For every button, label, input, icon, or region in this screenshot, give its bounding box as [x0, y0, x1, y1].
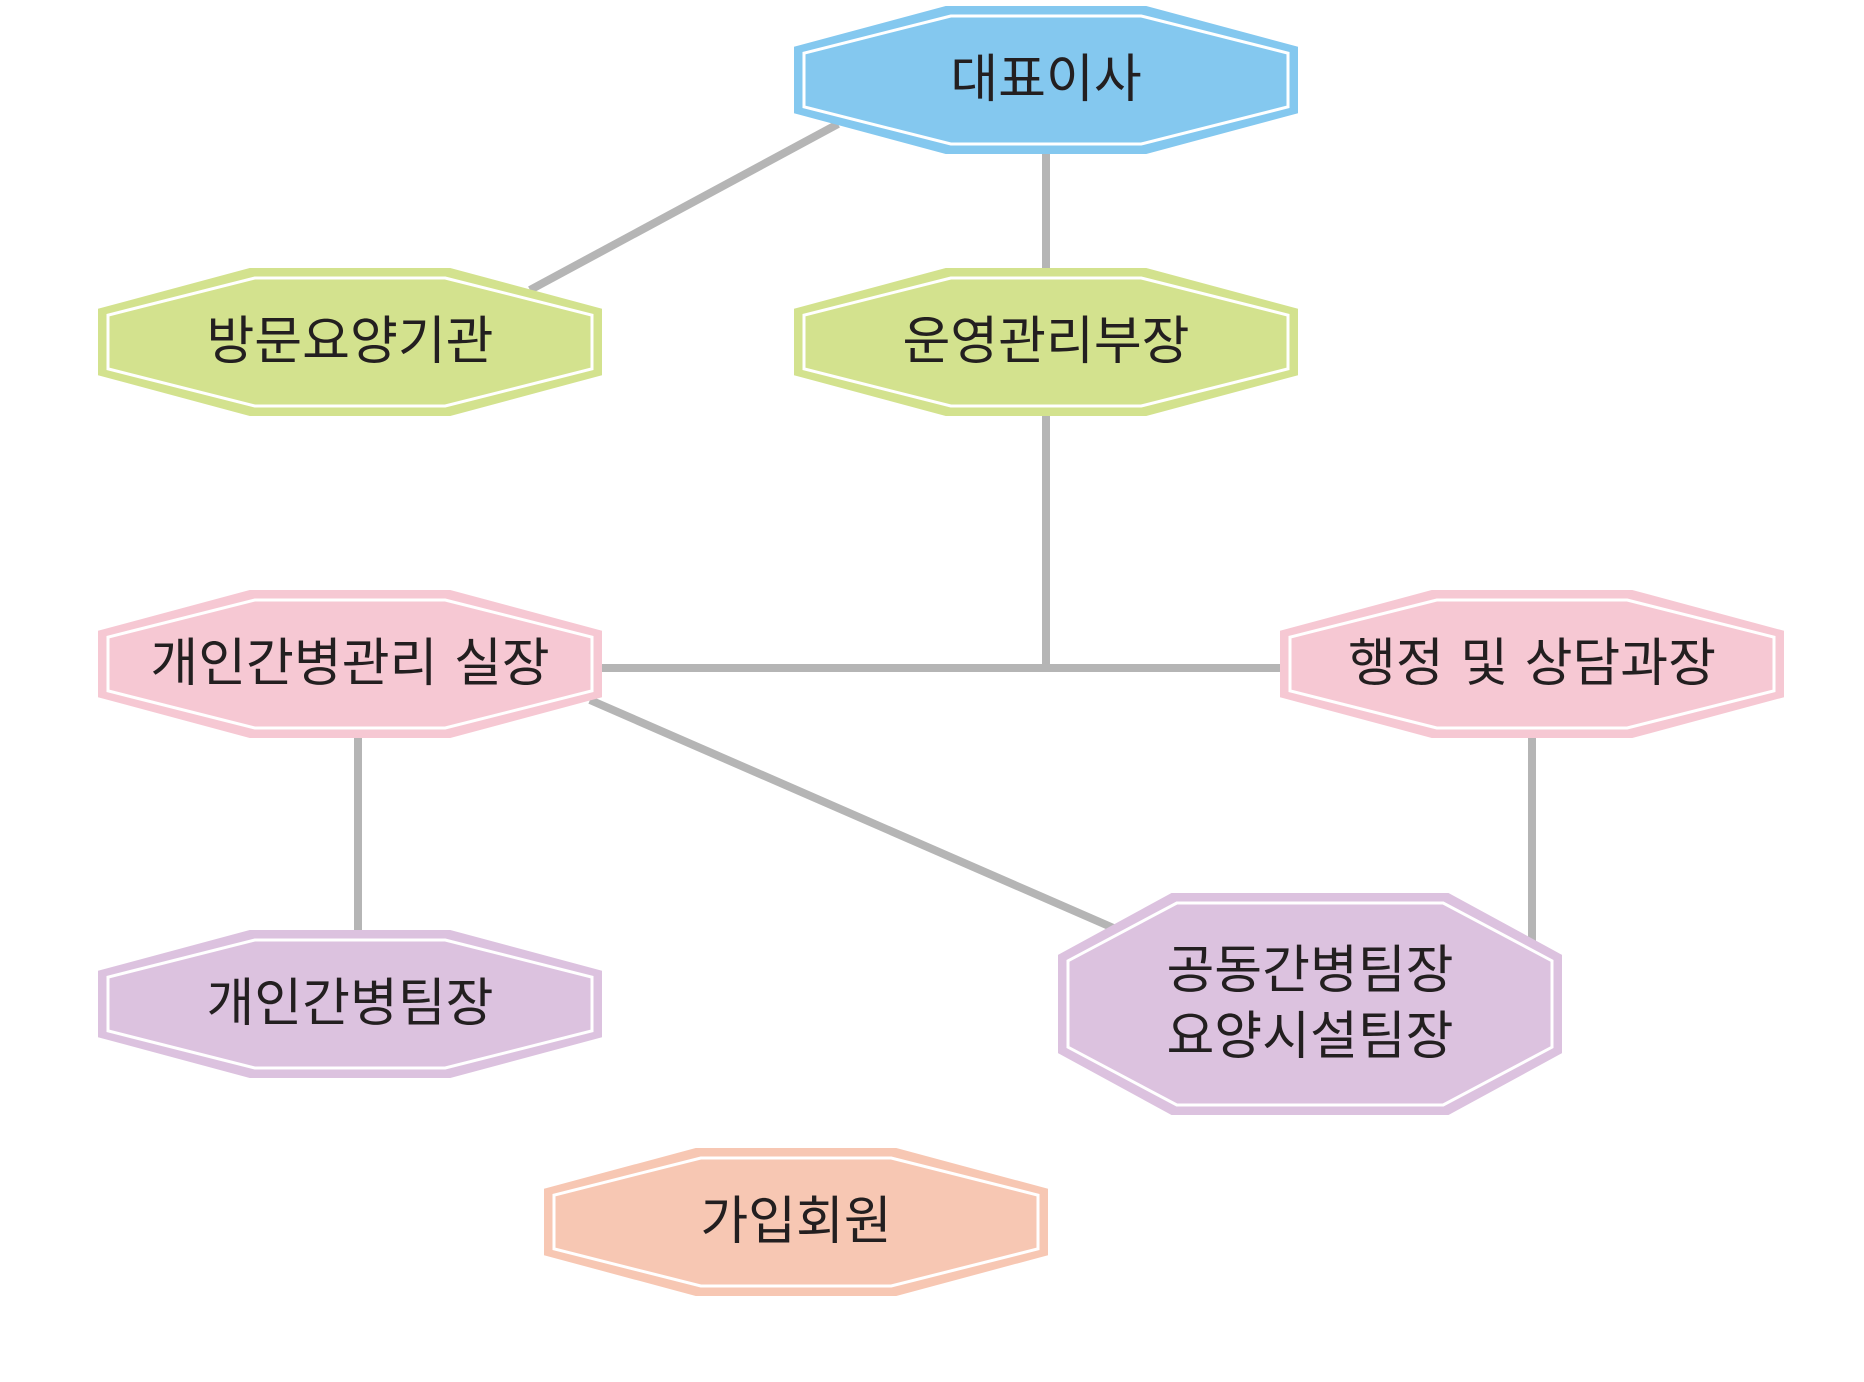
node-shape — [794, 6, 1298, 154]
line-ceo-to-home-care — [528, 120, 840, 294]
node-label: 개인간병팀장 — [206, 974, 493, 1034]
node-inner-border — [802, 276, 1290, 408]
node-member: 가입회원 — [544, 1148, 1048, 1296]
node-shape — [1058, 893, 1562, 1115]
connector-lines — [354, 120, 1536, 946]
node-shape — [98, 268, 602, 416]
node-inner-border — [106, 276, 594, 408]
line-director-to-shared-team — [588, 696, 1120, 934]
node-inner-border — [106, 598, 594, 730]
node-shape — [98, 590, 602, 738]
node-shape — [544, 1148, 1048, 1296]
node-label: 행정 및 상담과장 — [1348, 634, 1716, 694]
node-home-care-agency: 방문요양기관 — [98, 268, 602, 416]
node-label: 방문요양기관 — [206, 312, 493, 372]
node-shape — [98, 930, 602, 1078]
node-shape — [1280, 590, 1784, 738]
node-shape — [794, 268, 1298, 416]
node-admin-counsel-manager: 행정 및 상담과장 — [1280, 590, 1784, 738]
node-private-care-team-lead: 개인간병팀장 — [98, 930, 602, 1078]
node-private-care-director: 개인간병관리 실장 — [98, 590, 602, 738]
node-inner-border — [1288, 598, 1776, 730]
node-label: 가입회원 — [700, 1192, 891, 1252]
node-label: 대표이사 — [950, 50, 1141, 110]
node-label: 요양시설팀장 — [1166, 1007, 1453, 1067]
node-inner-border — [802, 14, 1290, 146]
node-ceo: 대표이사 — [794, 6, 1298, 154]
node-inner-border — [1066, 901, 1554, 1107]
node-operations-manager: 운영관리부장 — [794, 268, 1298, 416]
node-label: 공동간병팀장 — [1166, 941, 1453, 1001]
node-label: 개인간병관리 실장 — [150, 634, 549, 694]
node-inner-border — [552, 1156, 1040, 1288]
node-inner-border — [106, 938, 594, 1070]
node-label: 운영관리부장 — [902, 312, 1189, 372]
